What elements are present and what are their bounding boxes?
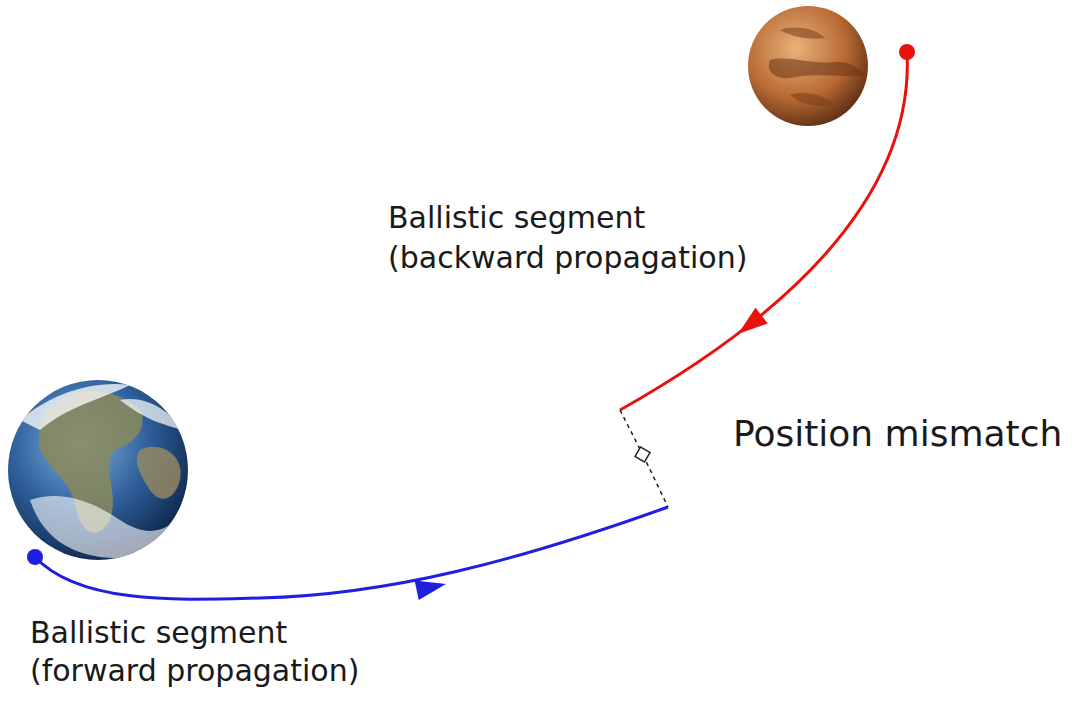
mismatch-label: Position mismatch — [733, 412, 1078, 456]
segment-label: Ballistic segment (forward propagation) — [30, 614, 402, 690]
mismatch-marker — [620, 410, 668, 507]
backward-trajectory — [620, 44, 915, 410]
segment-label: Ballistic segment (backward propagation) — [388, 198, 788, 278]
forward-trajectory — [27, 507, 668, 600]
earth-globe — [8, 380, 188, 560]
mars-globe — [748, 6, 868, 126]
